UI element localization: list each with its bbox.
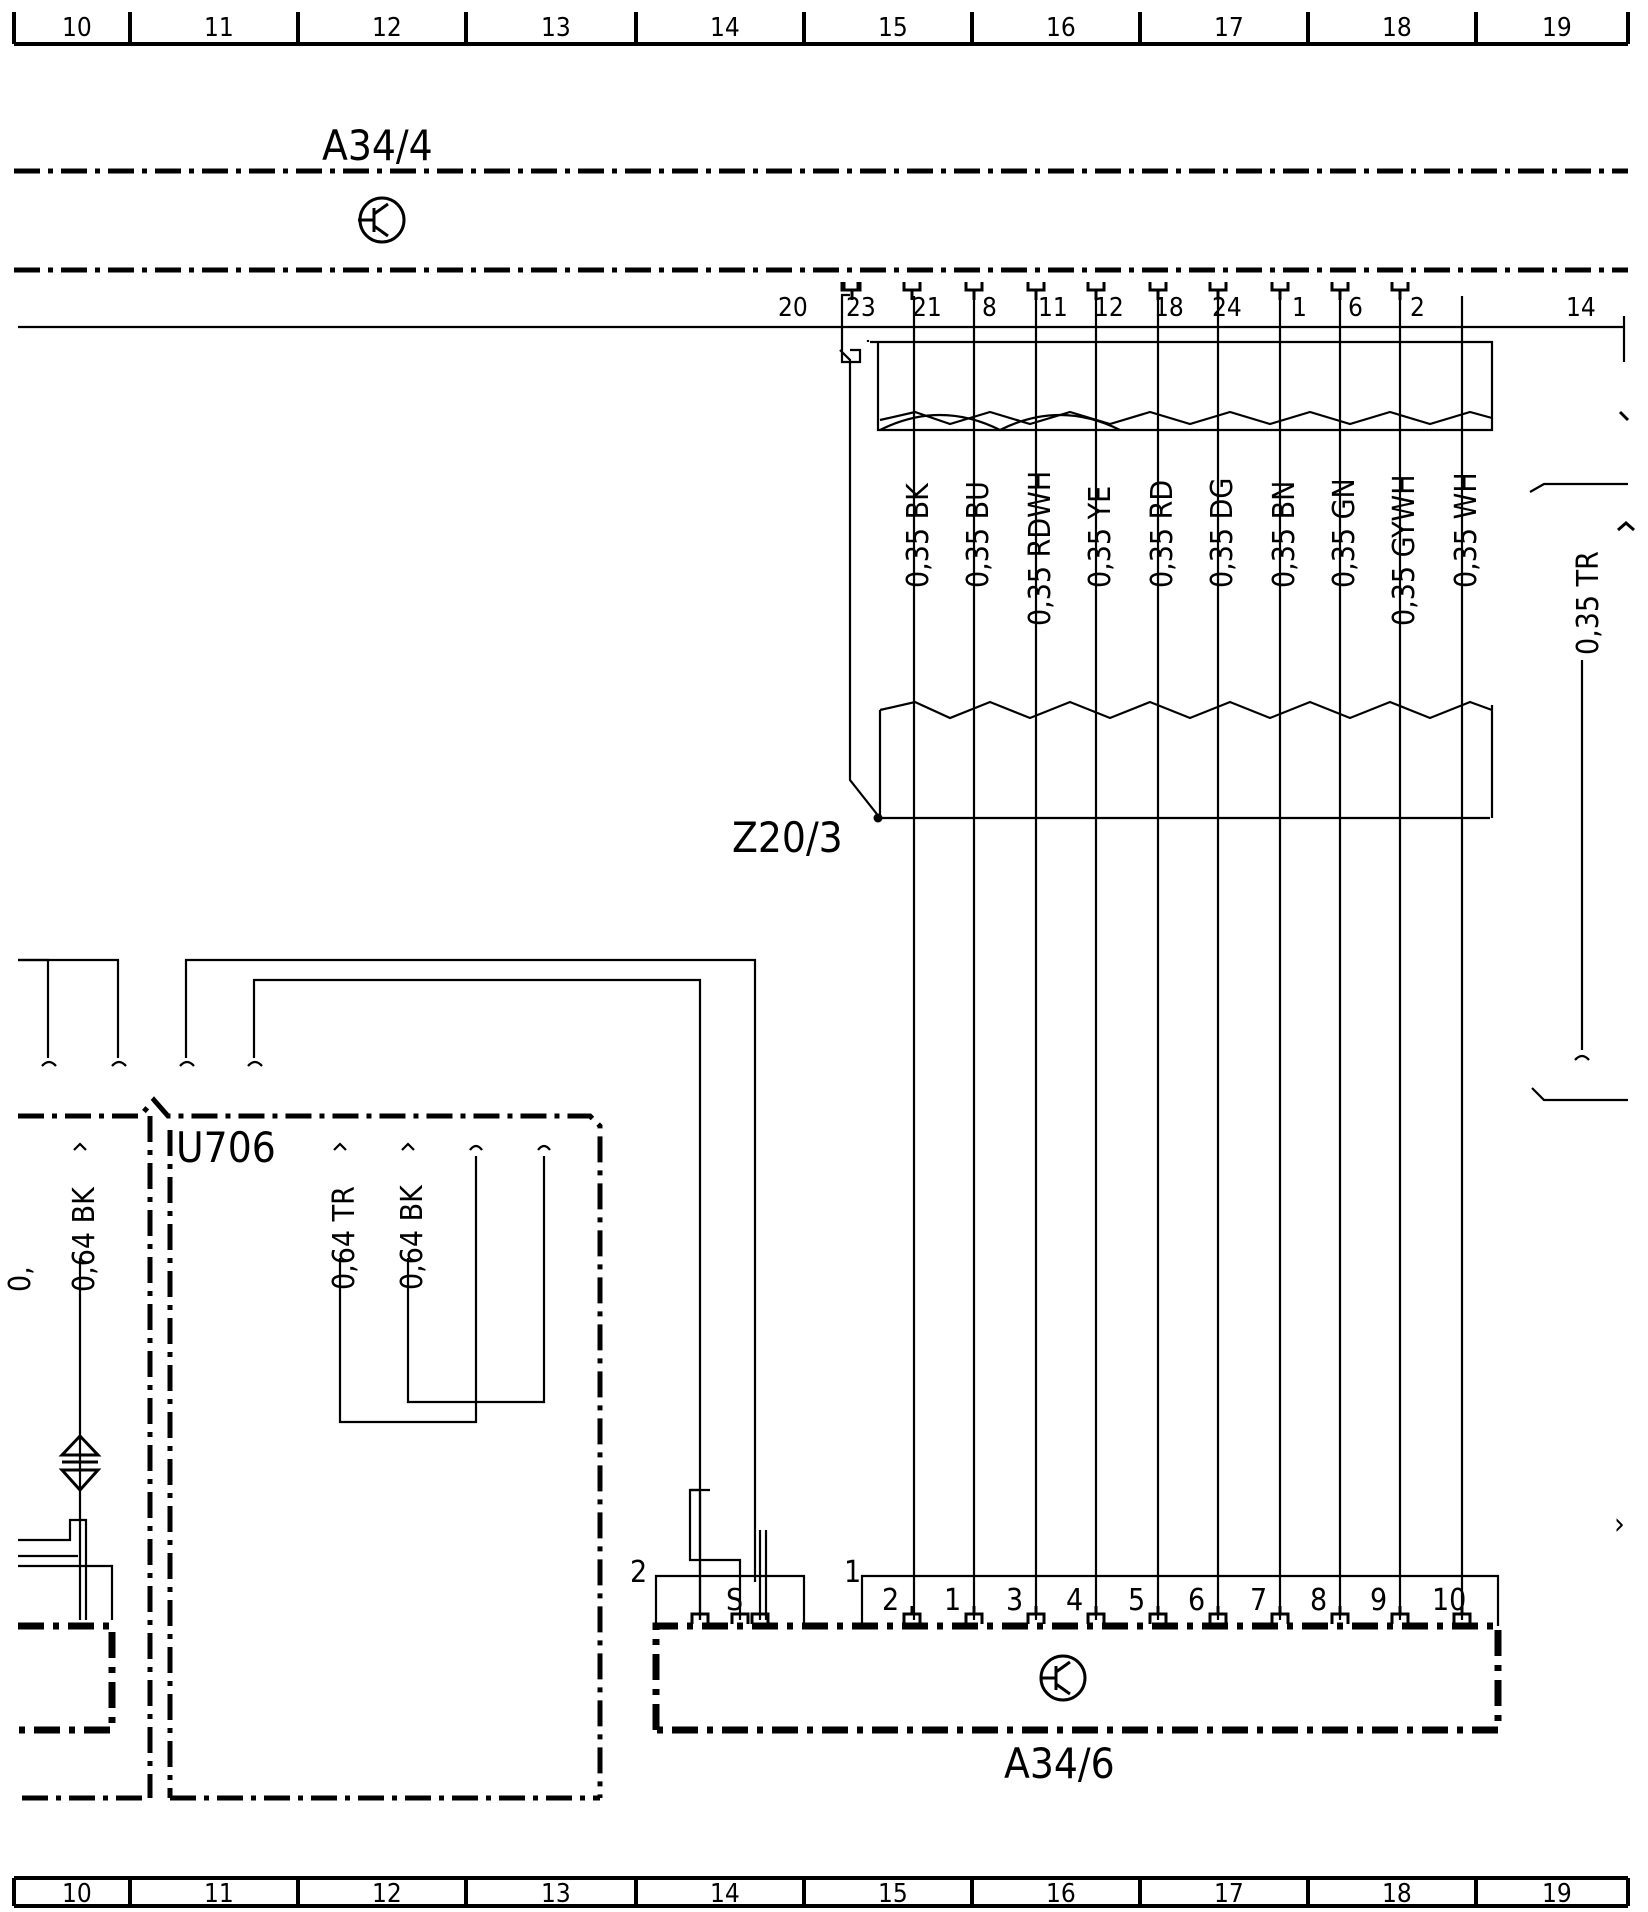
transistor-icon xyxy=(1039,1654,1087,1702)
a34-4-pin-label: 8 xyxy=(982,293,997,323)
top-column-label: 13 xyxy=(541,13,571,43)
a34-4-pin-label: 2 xyxy=(1410,293,1425,323)
connector-pin-socket xyxy=(730,1612,750,1624)
top-column-label: 18 xyxy=(1382,13,1412,43)
module-u706-label: U706 xyxy=(176,1123,276,1172)
edge-mark: › xyxy=(1614,1507,1625,1542)
left-partial-module: 0,64 BK 0, xyxy=(3,1142,116,1734)
connector-pin-socket xyxy=(1086,1606,1106,1624)
module-u706: U706 0,64 TR 0,64 BK xyxy=(18,958,757,1801)
a34-4-pin-label: 24 xyxy=(1212,293,1242,323)
connector-pin-socket xyxy=(1270,1606,1290,1624)
bottom-column-label: 10 xyxy=(62,1879,92,1909)
wire-label: 0,35 YE xyxy=(1083,486,1118,588)
left-partial-label: 0, xyxy=(3,1266,38,1292)
shield-z20-3: Z20/3 xyxy=(732,293,1494,862)
bottom-column-label: 14 xyxy=(710,1879,740,1909)
module-a34-4: A34/4 xyxy=(14,121,1628,329)
bottom-column-label: 17 xyxy=(1214,1879,1244,1909)
module-a34-4-label: A34/4 xyxy=(322,121,433,170)
a34-4-pin-label: 20 xyxy=(778,293,808,323)
top-column-label: 11 xyxy=(204,13,234,43)
a34-6-pin-label: 1 xyxy=(944,1583,961,1618)
top-column-label: 10 xyxy=(62,13,92,43)
a34-6-pin-label: 2 xyxy=(882,1583,899,1618)
connector-pin-socket xyxy=(750,1612,770,1624)
a34-6-pin-label: 6 xyxy=(1188,1583,1205,1618)
bottom-column-label: 12 xyxy=(372,1879,402,1909)
module-a34-6-label: A34/6 xyxy=(1004,1739,1115,1788)
a34-6-pin-label: 7 xyxy=(1250,1583,1267,1618)
a34-6-pin-label: 4 xyxy=(1066,1583,1083,1618)
u706-wire-bk-label: 0,64 BK xyxy=(395,1184,430,1290)
top-column-label: 12 xyxy=(372,13,402,43)
bottom-column-label: 16 xyxy=(1046,1879,1076,1909)
connector-pin-socket xyxy=(1208,1606,1228,1624)
wire-label: 0,35 RD xyxy=(1145,480,1180,588)
wire-label: 0,35 RDWH xyxy=(1023,471,1058,626)
wire-label: 0,35 BU xyxy=(961,481,996,588)
shield-z20-3-label: Z20/3 xyxy=(732,813,843,862)
top-column-label: 17 xyxy=(1214,13,1244,43)
bottom-column-label: 13 xyxy=(541,1879,571,1909)
connector-pin-socket xyxy=(1026,1606,1046,1624)
a34-4-pin-label: 6 xyxy=(1348,293,1363,323)
a34-6-conn-right-label: 1 xyxy=(844,1555,861,1590)
a34-6-pin-label: 10 xyxy=(1432,1583,1466,1618)
connector-pin-socket xyxy=(1452,1606,1472,1624)
a34-6-pin-label: 5 xyxy=(1128,1583,1145,1618)
connector-pin-socket xyxy=(902,282,922,300)
wire-label: 0,35 BK xyxy=(901,482,936,588)
side-wire-tr-label: 0,35 TR xyxy=(1571,551,1606,655)
top-column-label: 16 xyxy=(1046,13,1076,43)
connector-pin-socket xyxy=(1148,1606,1168,1624)
a34-4-pin-label: 11 xyxy=(1038,293,1068,323)
wire-label: 0,35 BN xyxy=(1267,481,1302,588)
u706-wire-tr-label: 0,64 TR xyxy=(327,1186,362,1290)
connector-pin-socket xyxy=(690,1612,710,1624)
a34-6-shield-pin: S xyxy=(726,1583,743,1618)
wire-bundle: 0,35 BK 0,35 BU 0,35 RDWH 0,35 YE 0,35 RD 0,3… xyxy=(901,296,1484,1620)
bottom-column-label: 11 xyxy=(204,1879,234,1909)
connector-pin-socket xyxy=(1330,1606,1350,1624)
bottom-grid-ruler: 10 11 12 13 14 15 16 17 18 19 xyxy=(12,1876,1630,1909)
top-column-label: 19 xyxy=(1542,13,1572,43)
a34-6-pin-label: 8 xyxy=(1310,1583,1327,1618)
top-grid-ruler: 10 11 12 13 14 15 16 17 18 19 xyxy=(12,12,1630,46)
a34-4-pin-label: 1 xyxy=(1292,293,1307,323)
left-wire-label: 0,64 BK xyxy=(67,1186,102,1292)
side-wire-tr: 0,35 TR › xyxy=(1529,316,1635,1542)
wire-label: 0,35 GYWH xyxy=(1387,474,1422,626)
top-column-label: 14 xyxy=(710,13,740,43)
a34-6-conn-left-label: 2 xyxy=(630,1555,647,1590)
a34-6-pin-label: 3 xyxy=(1006,1583,1023,1618)
a34-6-pin-label: 9 xyxy=(1370,1583,1387,1618)
wire-label: 0,35 WH xyxy=(1449,472,1484,588)
bottom-column-label: 18 xyxy=(1382,1879,1412,1909)
a34-6-connector: 2 1 3 4 5 6 7 8 9 10 xyxy=(690,1583,1472,1624)
connector-pin-socket xyxy=(964,1606,984,1624)
a34-4-pin-label: 23 xyxy=(846,293,876,323)
connector-pin-socket xyxy=(840,282,860,292)
a34-4-pin-label: 12 xyxy=(1094,293,1124,323)
connector-pin-socket xyxy=(902,1606,922,1624)
a34-4-pin-label: 14 xyxy=(1566,293,1596,323)
bottom-column-label: 15 xyxy=(878,1879,908,1909)
top-column-label: 15 xyxy=(878,13,908,43)
a34-4-pin-label: 21 xyxy=(912,293,942,323)
connector-pin-socket xyxy=(1390,1606,1410,1624)
wire-label: 0,35 DG xyxy=(1205,478,1240,588)
transistor-icon xyxy=(358,196,406,244)
bottom-column-label: 19 xyxy=(1542,1879,1572,1909)
wire-label: 0,35 GN xyxy=(1327,478,1362,588)
